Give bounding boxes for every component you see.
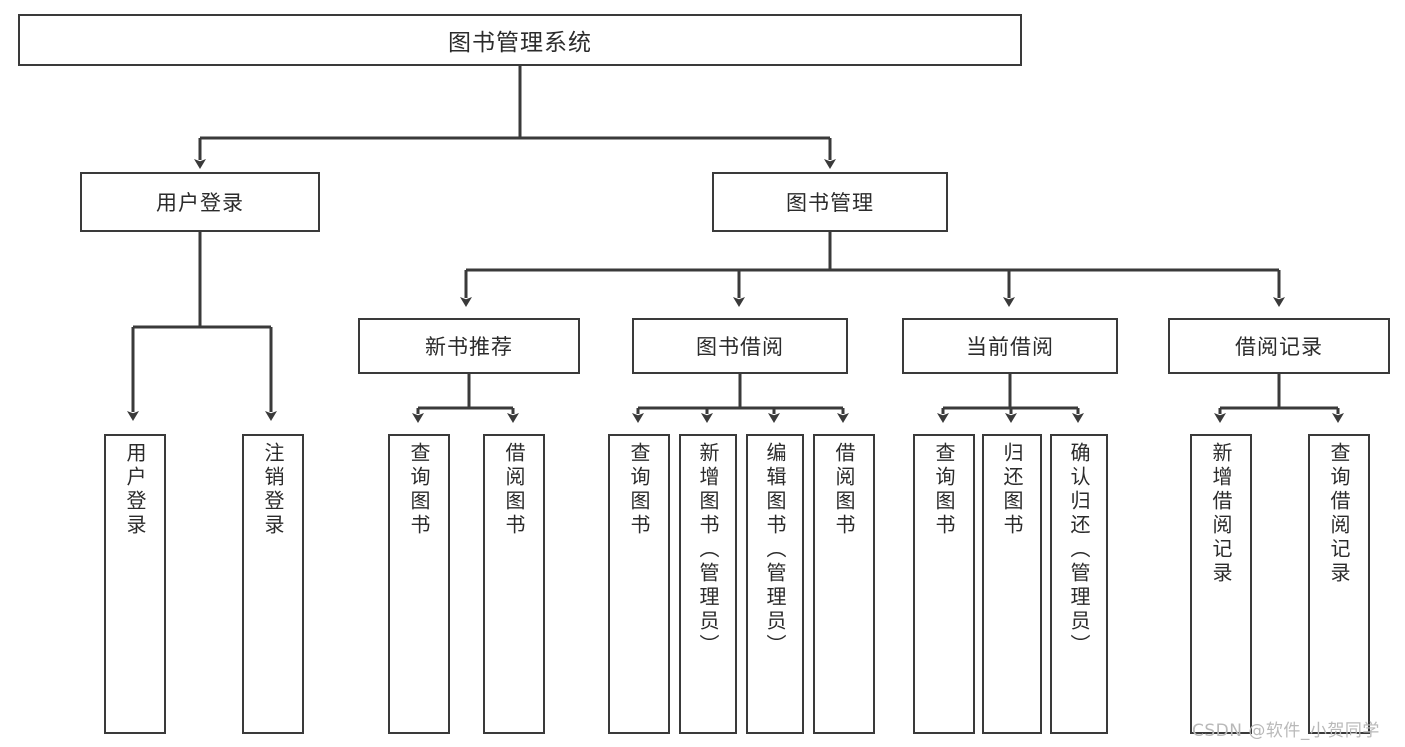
- node-leaf-edit-book[interactable]: 编辑图书（管理员）: [746, 434, 804, 734]
- node-leaf-user-login[interactable]: 用户登录: [104, 434, 166, 734]
- node-leaf-query-book-1-label: 查询图书: [407, 442, 431, 538]
- node-leaf-add-book[interactable]: 新增图书（管理员）: [679, 434, 737, 734]
- csdn-watermark: CSDN @软件_小贺同学: [1192, 721, 1380, 741]
- node-leaf-borrow-book-2-label: 借阅图书: [832, 442, 856, 538]
- node-leaf-user-login-label: 用户登录: [123, 442, 147, 538]
- node-user-login[interactable]: 用户登录: [80, 172, 320, 232]
- node-leaf-logout-label: 注销登录: [261, 442, 285, 538]
- node-book-borrow[interactable]: 图书借阅: [632, 318, 848, 374]
- node-leaf-confirm-return[interactable]: 确认归还（管理员）: [1050, 434, 1108, 734]
- node-leaf-query-book-2-label: 查询图书: [627, 442, 651, 538]
- node-leaf-borrow-book-1-label: 借阅图书: [502, 442, 526, 538]
- node-leaf-query-book-3-label: 查询图书: [932, 442, 956, 538]
- node-user-login-label: 用户登录: [156, 191, 244, 215]
- node-book-management[interactable]: 图书管理: [712, 172, 948, 232]
- node-leaf-return-book-label: 归还图书: [1000, 442, 1024, 538]
- node-leaf-query-book-1[interactable]: 查询图书: [388, 434, 450, 734]
- node-leaf-return-book[interactable]: 归还图书: [982, 434, 1042, 734]
- node-leaf-borrow-book-1[interactable]: 借阅图书: [483, 434, 545, 734]
- node-root-label: 图书管理系统: [448, 30, 592, 56]
- node-leaf-add-borrow-record[interactable]: 新增借阅记录: [1190, 434, 1252, 734]
- node-leaf-logout[interactable]: 注销登录: [242, 434, 304, 734]
- node-borrow-record-label: 借阅记录: [1235, 335, 1323, 359]
- node-leaf-query-borrow-record[interactable]: 查询借阅记录: [1308, 434, 1370, 734]
- node-leaf-add-borrow-record-label: 新增借阅记录: [1209, 442, 1233, 586]
- node-borrow-record[interactable]: 借阅记录: [1168, 318, 1390, 374]
- node-leaf-add-book-label: 新增图书（管理员）: [696, 442, 720, 658]
- node-leaf-query-book-2[interactable]: 查询图书: [608, 434, 670, 734]
- node-new-book-recommend[interactable]: 新书推荐: [358, 318, 580, 374]
- node-new-book-recommend-label: 新书推荐: [425, 335, 513, 359]
- node-leaf-confirm-return-label: 确认归还（管理员）: [1067, 442, 1091, 658]
- node-book-borrow-label: 图书借阅: [696, 335, 784, 359]
- node-leaf-query-borrow-record-label: 查询借阅记录: [1327, 442, 1351, 586]
- node-leaf-borrow-book-2[interactable]: 借阅图书: [813, 434, 875, 734]
- node-leaf-query-book-3[interactable]: 查询图书: [913, 434, 975, 734]
- node-current-borrow[interactable]: 当前借阅: [902, 318, 1118, 374]
- node-root[interactable]: 图书管理系统: [18, 14, 1022, 66]
- node-leaf-edit-book-label: 编辑图书（管理员）: [763, 442, 787, 658]
- node-book-management-label: 图书管理: [786, 191, 874, 215]
- node-current-borrow-label: 当前借阅: [966, 335, 1054, 359]
